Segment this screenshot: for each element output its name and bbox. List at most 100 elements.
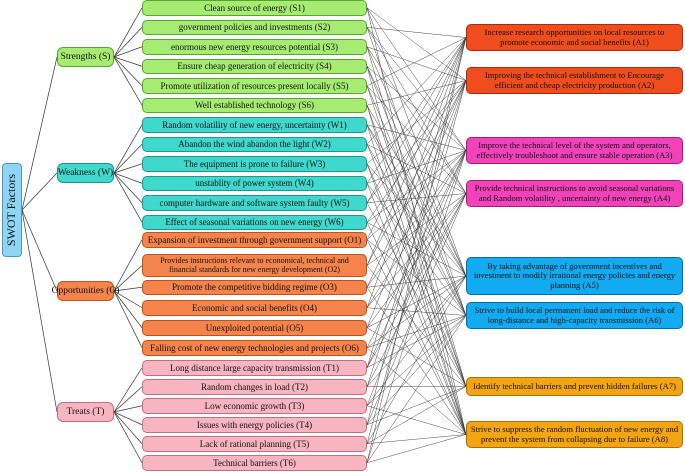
link-s-s1 [113,7,143,58]
link-o1-a1 [366,37,467,240]
factor-o3: Promote the competitive bidding regime (… [142,279,367,295]
link-s3-a2 [366,46,467,81]
link-w3-a2 [366,80,467,164]
link-o5-a7 [366,327,467,387]
factor-s5: Promote utilization of resources present… [142,78,367,94]
link-t4-a6 [366,315,467,425]
link-o4-a1 [366,37,467,308]
action-a6: Strive to build local permanent load and… [466,302,683,329]
link-w1-a3 [366,124,467,151]
link-s1-a3 [366,7,467,151]
link-t4-a1 [366,37,467,425]
factor-t5: Lack of rational planning (T5) [142,436,367,452]
link-t5-a7 [366,386,467,444]
link-o-o2 [113,265,143,292]
factor-w2: Abandon the wind abandon the light (W2) [142,136,367,152]
link-t2-a4 [366,193,467,387]
link-t1-a3 [366,150,467,368]
factor-w3: The equipment is prone to failure (W3) [142,156,367,172]
link-t-t3 [113,405,143,413]
link-w4-a1 [366,37,467,184]
link-t4-a4 [366,193,467,425]
link-w3-a8 [366,163,467,435]
action-a1: Increase research opportunities on local… [466,24,683,51]
link-t-t4 [113,411,143,426]
link-root-t [21,209,58,413]
link-w-w5 [113,172,143,203]
link-o-o1 [113,239,143,292]
link-s2-a1 [366,27,467,38]
link-w-w3 [113,163,143,174]
link-t6-a6 [366,315,467,463]
factor-s3: enormous new energy resources potential … [142,39,367,55]
link-t3-a8 [366,405,467,435]
factor-s6: Well established technology (S6) [142,97,367,113]
category-opportunities: Opportunities (O) [52,281,119,301]
link-o1-a3 [366,150,467,240]
link-o5-a5 [366,275,467,328]
link-w6-a3 [366,150,467,223]
link-t6-a3 [366,150,467,463]
link-w5-a7 [366,202,467,387]
link-s-s6 [113,56,143,106]
category-strengths: Strengths (S) [57,47,114,67]
link-t6-a1 [366,37,467,463]
link-t4-a7 [366,386,467,425]
factor-s4: Ensure cheap generation of electricity (… [142,58,367,74]
category-treats: Treats (T) [57,402,114,422]
link-o4-a3 [366,150,467,308]
link-t3-a6 [366,315,467,406]
action-a4: Provide technical instructions to avoid … [466,180,683,207]
link-o6-a3 [366,150,467,348]
factor-o5: Unexploited potential (O5) [142,320,367,336]
factor-o2: Provides instructions relevant to econom… [142,254,367,277]
link-o-o3 [113,286,143,292]
factor-t2: Random changes in load (T2) [142,379,367,395]
link-t5-a5 [366,275,467,444]
link-w5-a2 [366,80,467,203]
link-s6-a7 [366,105,467,387]
link-t3-a5 [366,275,467,406]
action-a3: Improve the technical level of the syste… [466,137,683,164]
link-s5-a7 [366,85,467,387]
link-o1-a8 [366,239,467,435]
link-w1-a8 [366,124,467,435]
link-o-o4 [113,290,143,309]
link-s6-a8 [366,105,467,435]
factor-s2: government policies and investments (S2) [142,19,367,35]
factor-w4: unstablity of power system (W4) [142,175,367,191]
link-s-s3 [113,46,143,58]
link-s-s2 [113,27,143,58]
link-s6-a2 [366,80,467,106]
link-w-w6 [113,172,143,223]
link-w2-a1 [366,37,467,145]
factor-t1: Long distance large capacity transmissio… [142,360,367,376]
action-a8: Strive to suppress the random fluctuatio… [466,421,683,448]
link-o3-a3 [366,150,467,288]
link-s3-a5 [366,46,467,277]
link-w2-a6 [366,144,467,316]
action-a5: By taking advantage of government incent… [466,257,683,295]
action-a2: Improving the technical establishment to… [466,67,683,94]
link-o2-a1 [366,37,467,266]
link-t5-a2 [366,80,467,444]
link-s1-a2 [366,7,467,81]
link-o6-a8 [366,347,467,435]
link-t6-a8 [366,434,467,463]
link-root-s [21,56,58,211]
link-s3-a7 [366,46,467,387]
link-w1-a5 [366,124,467,277]
link-t2-a5 [366,275,467,387]
link-w-w4 [113,172,143,184]
factor-t6: Technical barriers (T6) [142,455,367,471]
link-s6-a5 [366,105,467,277]
link-o3-a2 [366,80,467,288]
link-w5-a1 [366,37,467,203]
factor-w6: Effect of seasonal variations on new ene… [142,214,367,230]
link-w-w1 [113,124,143,174]
link-o-o6 [113,290,143,348]
link-s-s4 [113,56,143,67]
factor-o1: Expansion of investment through governme… [142,232,367,248]
link-w2-a7 [366,144,467,387]
